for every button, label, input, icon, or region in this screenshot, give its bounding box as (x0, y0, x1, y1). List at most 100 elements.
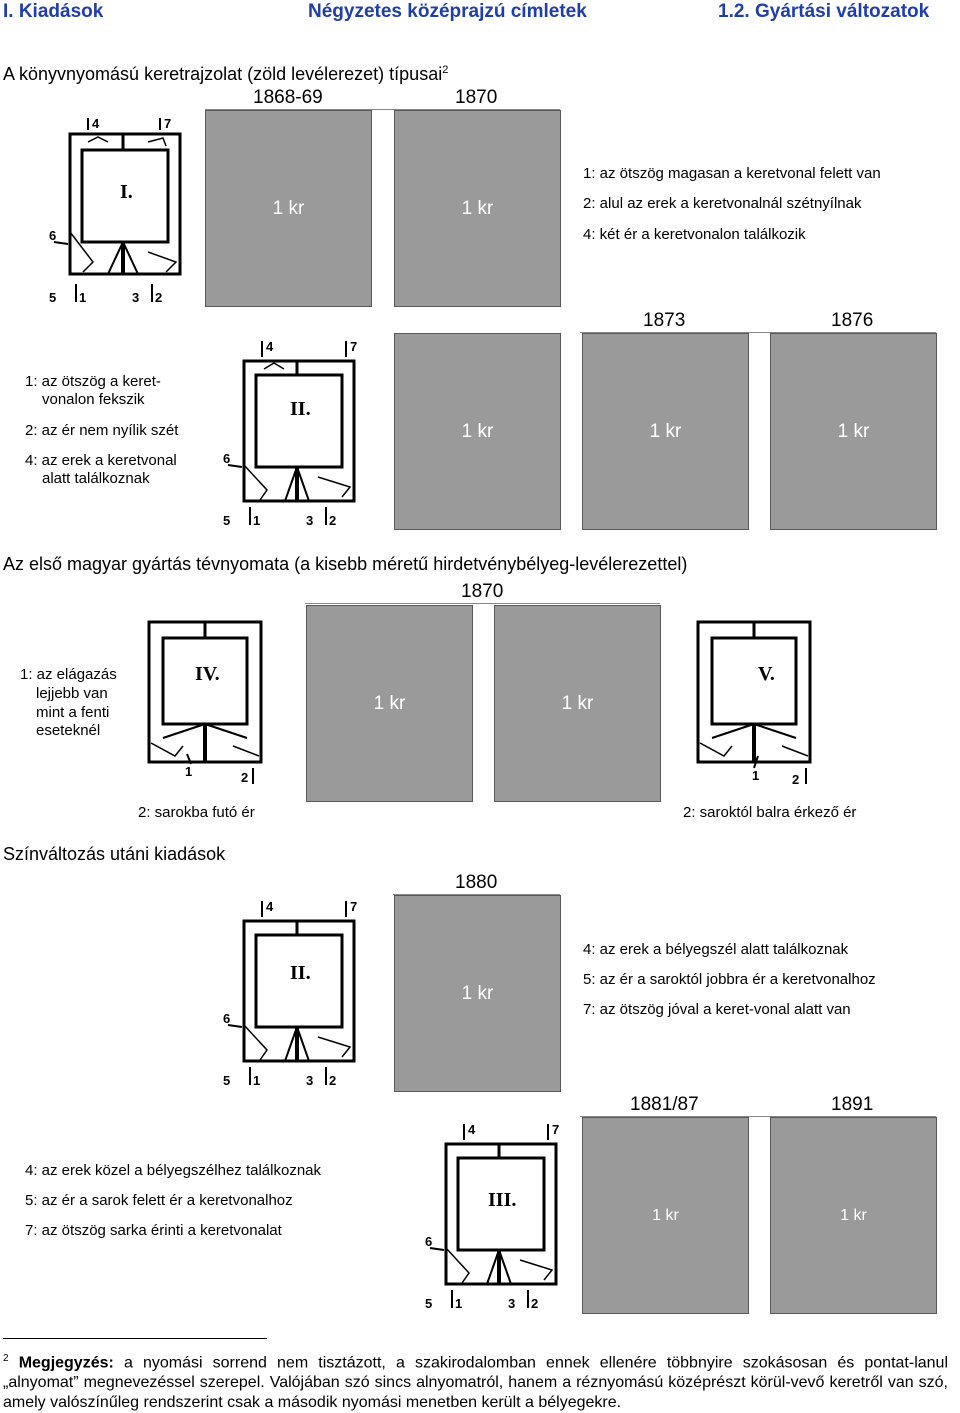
mark-7: 7 (350, 899, 357, 914)
year-row-3 (305, 581, 660, 604)
year-1868-69: 1868-69 (253, 87, 323, 108)
mark-1: 1 (253, 513, 260, 528)
year-1870: 1870 (455, 87, 498, 108)
header-left: I. Kiadások (3, 1, 104, 22)
mark-6: 6 (425, 1234, 432, 1249)
year-1870-b: 1870 (461, 581, 504, 602)
stamp-1880: 1 kr (394, 895, 561, 1092)
year-row-2 (580, 310, 936, 333)
stamp-1891: 1 kr (770, 1117, 937, 1314)
mark-3: 3 (306, 513, 313, 528)
year-1880: 1880 (455, 872, 498, 893)
note-type2-1a: 1: az ötszög a keret- (25, 373, 161, 390)
mark-6: 6 (223, 1011, 230, 1026)
diagram-type-label: IV. (195, 663, 220, 685)
mark-2: 2 (155, 290, 162, 305)
note-type4-1a: 1: az elágazás (20, 666, 117, 683)
note-type2-3b: alatt találkoznak (42, 470, 150, 487)
mark-2: 2 (531, 1296, 538, 1311)
mark-2: 2 (792, 772, 799, 787)
section-title-3: Színváltozás utáni kiadások (3, 844, 226, 864)
year-row-5 (580, 1094, 936, 1117)
mark-5: 5 (425, 1296, 432, 1311)
header-right: 1.2. Gyártási változatok (718, 1, 930, 22)
mark-1: 1 (455, 1296, 462, 1311)
mark-7: 7 (552, 1122, 559, 1137)
frame-diagram-svg: I. 4 7 6 5 1 3 2 (49, 116, 182, 305)
mark-7: 7 (350, 339, 357, 354)
mark-1: 1 (185, 764, 192, 779)
footnote-number: 2 (3, 1353, 9, 1364)
mark-1: 1 (752, 768, 759, 783)
stamp-1870: 1 kr (394, 110, 561, 307)
footnote-separator (3, 1338, 267, 1339)
note-1880-3: 7: az ötszög jóval a keret-vonal alatt v… (583, 1001, 851, 1018)
frame-diagram-type-1: I. 4 7 6 5 1 3 2 (48, 112, 188, 307)
diagram-type-label: II. (290, 962, 311, 984)
mark-4: 4 (266, 339, 274, 354)
stamp-type5: 1 kr (494, 605, 661, 802)
mark-3: 3 (508, 1296, 515, 1311)
frame-diagram-type-2-b: II. 4 7 6 5 1 3 2 (222, 895, 362, 1090)
mark-2: 2 (329, 513, 336, 528)
footnote-label: Megjegyzés: (18, 1354, 114, 1372)
mark-7: 7 (164, 116, 171, 131)
note-type1-2: 2: alul az erek a keretvonalnál szétnyíl… (583, 195, 862, 212)
diagram-type-label: II. (290, 398, 311, 420)
note-type5-2: 2: saroktól balra érkező ér (683, 804, 857, 821)
mark-5: 5 (223, 513, 230, 528)
diagram-type-label: III. (488, 1189, 516, 1211)
note-1880-1: 4: az erek a bélyegszél alatt találkozna… (583, 941, 849, 958)
frame-diagram-svg: IV. 1 2 (147, 620, 263, 785)
note-type4-1c: mint a fenti (36, 704, 110, 721)
mark-4: 4 (468, 1122, 476, 1137)
footnote-ref: 2 (442, 64, 449, 76)
year-1891: 1891 (831, 1094, 874, 1115)
note-type3-1: 4: az erek közel a bélyegszélhez találko… (25, 1162, 322, 1179)
section-title-2: Az első magyar gyártás tévnyomata (a kis… (3, 554, 688, 574)
year-1873: 1873 (643, 310, 686, 331)
year-row-4 (393, 872, 560, 895)
note-type1-3: 4: két ér a keretvonalon találkozik (583, 226, 806, 243)
frame-diagram-svg: V. 1 2 (696, 620, 812, 787)
stamp-1881-87: 1 kr (582, 1117, 749, 1314)
frame-diagram-type-5: V. 1 2 (692, 618, 817, 788)
mark-1: 1 (79, 290, 86, 305)
mark-6: 6 (49, 228, 56, 243)
frame-diagram-svg: II. 4 7 6 5 1 3 2 (223, 339, 357, 528)
footnote-text: a nyomási sorrend nem tisztázott, a szak… (3, 1354, 948, 1412)
note-type3-2: 5: az ér a sarok felett ér a keretvonalh… (25, 1192, 293, 1209)
stamp-type4: 1 kr (306, 605, 473, 802)
year-row-1 (205, 87, 560, 110)
header-center: Négyzetes középrajzú címletek (308, 1, 587, 22)
note-type2-3a: 4: az erek a keretvonal (25, 452, 177, 469)
diagram-type-label: V. (758, 663, 775, 685)
mark-2: 2 (329, 1073, 336, 1088)
frame-diagram-type-2: II. 4 7 6 5 1 3 2 (222, 335, 362, 530)
mark-5: 5 (223, 1073, 230, 1088)
mark-4: 4 (92, 116, 100, 131)
diagram-type-label: I. (120, 181, 133, 203)
mark-5: 5 (49, 290, 56, 305)
note-type3-3: 7: az ötszög sarka érinti a keretvonalat (25, 1222, 282, 1239)
mark-2: 2 (241, 770, 248, 785)
note-1880-2: 5: az ér a saroktól jobbra ér a keretvon… (583, 971, 876, 988)
section-title-1-text: A könyvnyomású keretrajzolat (zöld levél… (3, 64, 443, 84)
note-type1-1: 1: az ötszög magasan a keretvonal felett… (583, 165, 881, 182)
mark-4: 4 (266, 899, 274, 914)
year-1881-87: 1881/87 (630, 1094, 699, 1115)
mark-6: 6 (223, 451, 230, 466)
stamp-1868-69: 1 kr (205, 110, 372, 307)
frame-diagram-svg: II. 4 7 6 5 1 3 2 (223, 899, 357, 1088)
stamp-1876: 1 kr (770, 333, 937, 530)
frame-diagram-type-3: III. 4 7 6 5 1 3 2 (424, 1118, 564, 1313)
frame-diagram-type-4: IV. 1 2 (143, 618, 268, 788)
mark-3: 3 (132, 290, 139, 305)
note-type4-1d: eseteknél (36, 722, 101, 739)
section-title-1: A könyvnyomású keretrajzolat (zöld levél… (3, 59, 448, 85)
note-type2-1b: vonalon fekszik (42, 391, 145, 408)
note-type4-1b: lejjebb van (36, 685, 108, 702)
stamp-1873: 1 kr (582, 333, 749, 530)
mark-1: 1 (253, 1073, 260, 1088)
stamp-type2-a: 1 kr (394, 333, 561, 530)
